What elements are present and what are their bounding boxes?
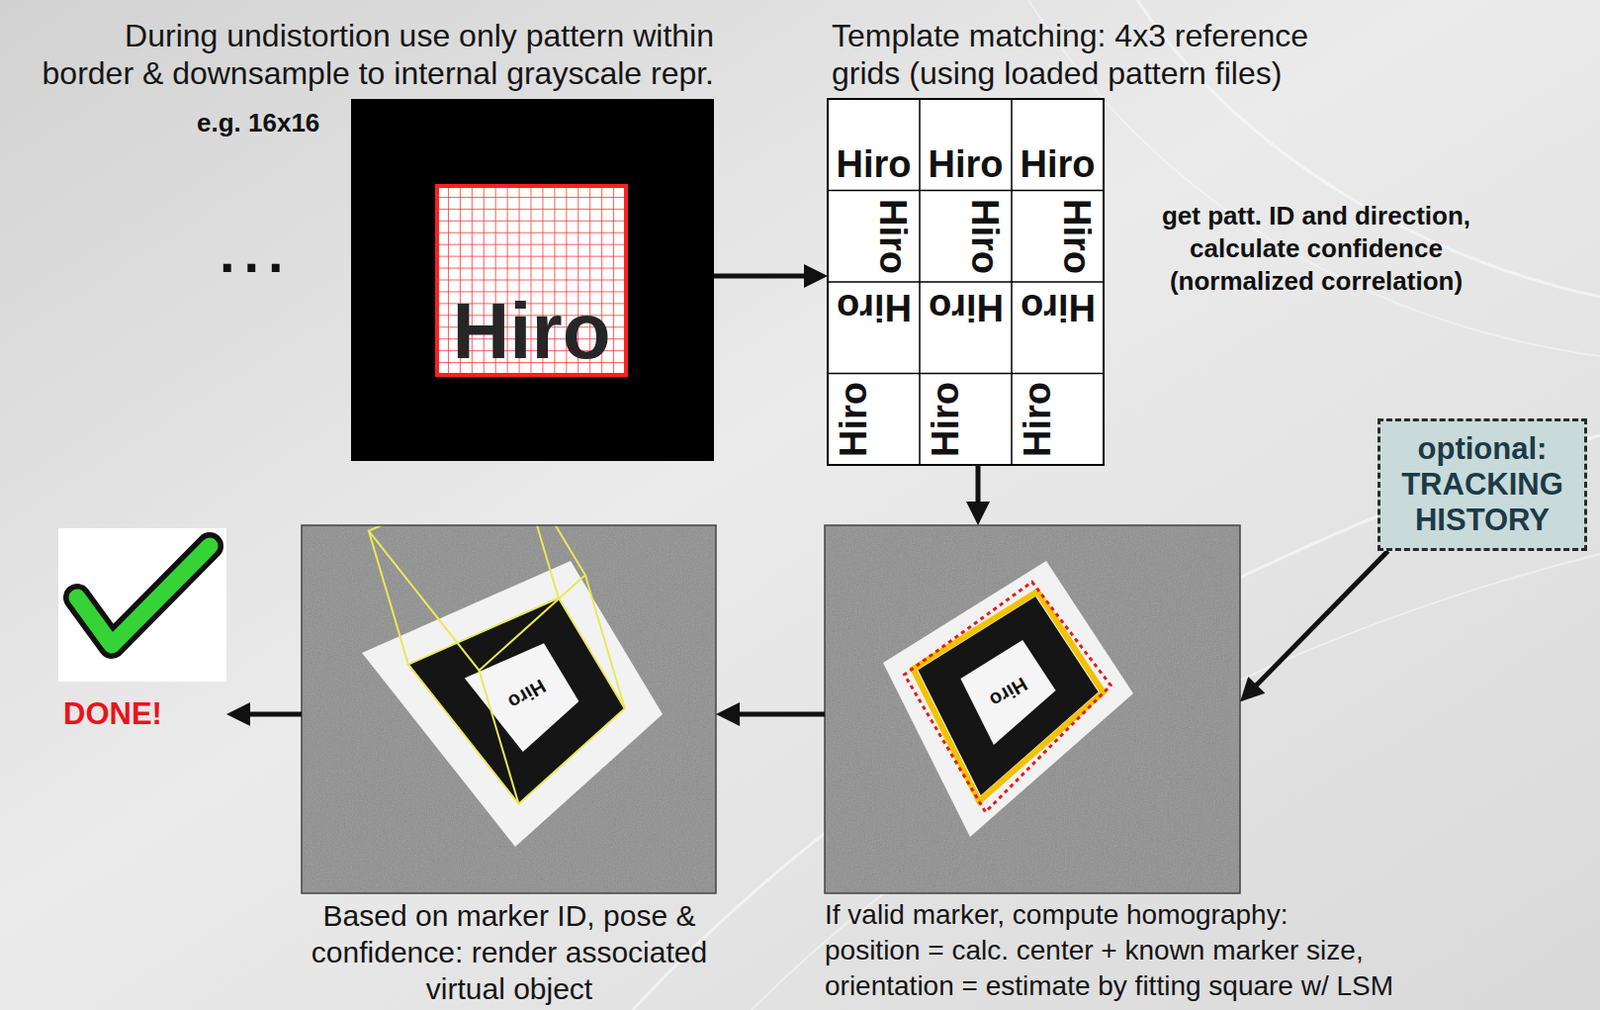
- cube-edges: [368, 525, 625, 804]
- cube-base: [408, 598, 625, 804]
- arrow-shaft: [1254, 550, 1388, 687]
- marker-border: [351, 98, 714, 461]
- step-caption: During undistortion use only pattern wit…: [32, 16, 714, 92]
- box-title: TRACKING HISTORY: [1388, 466, 1577, 538]
- background-swirls: [632, 0, 1600, 1010]
- render-photo-art: [301, 464, 716, 893]
- box-heading: optional:: [1418, 431, 1548, 467]
- photo-ground: [301, 525, 716, 893]
- photo-grain: [824, 525, 1241, 893]
- pattern-text: Hiro: [437, 291, 626, 371]
- arrow-shaft: [713, 273, 806, 279]
- tracking-history-box: optional:TRACKING HISTORY: [1377, 418, 1588, 551]
- step-caption-line: orientation = estimate by fitting square…: [824, 968, 1394, 1004]
- flow-arrow: [715, 702, 825, 726]
- icon-ground: [58, 528, 227, 682]
- grid-frame: [827, 98, 1104, 465]
- arrow-head: [226, 702, 251, 726]
- reference-grid: Template matching: 4x3 reference grids (…: [827, 98, 1104, 465]
- matching-note: get patt. ID and direction, calculate co…: [1128, 199, 1505, 298]
- arrow-head: [966, 501, 990, 526]
- ellipsis: ...: [219, 223, 293, 283]
- pattern-panel-art: [351, 98, 714, 461]
- paper: [361, 560, 663, 847]
- homography-photo: If valid marker, compute homography:posi…: [824, 525, 1241, 893]
- photo-frame: [301, 525, 716, 893]
- pixel-grid: [437, 185, 626, 375]
- marker-text: Hiro: [985, 673, 1031, 711]
- reference-pattern: Hiro: [836, 145, 912, 183]
- done-box: DONE!: [58, 528, 227, 732]
- arrow-head: [1240, 676, 1265, 703]
- step-caption-line: If valid marker, compute homography:: [824, 896, 1394, 933]
- photo-ground: [824, 525, 1241, 893]
- reference-pattern: Hiro: [834, 381, 873, 457]
- pattern-panel: During undistortion use only pattern wit…: [351, 98, 714, 461]
- wireframe-cube: [368, 525, 625, 804]
- reference-pattern: Hiro: [1020, 145, 1096, 183]
- photo-grain: [301, 525, 716, 893]
- reference-pattern: Hiro: [928, 145, 1004, 183]
- reference-grid-art: [827, 98, 1104, 465]
- reference-pattern: Hiro: [966, 198, 1004, 274]
- reference-pattern: Hiro: [1020, 288, 1096, 327]
- marker-inner: [464, 642, 580, 752]
- grid-lines: [827, 98, 1104, 465]
- fitted-square: [912, 591, 1103, 801]
- marker: [408, 598, 625, 804]
- done-text: DONE!: [63, 697, 163, 731]
- marker-inner: [960, 639, 1056, 745]
- step-caption: Template matching: 4x3 reference grids (…: [831, 16, 1346, 92]
- reference-pattern: Hiro: [1018, 381, 1057, 457]
- photo-frame: [824, 525, 1241, 893]
- arrow-head: [715, 702, 740, 726]
- flow-arrow: [713, 264, 828, 288]
- detected-outline: [898, 576, 1120, 817]
- flow-arrow: [1240, 550, 1389, 703]
- check-mark-icon: [58, 528, 227, 682]
- size-note: e.g. 16x16: [196, 107, 320, 138]
- check-fill: [77, 545, 210, 645]
- reference-pattern: Hiro: [1058, 198, 1096, 274]
- render-photo: Based on marker ID, pose & confidence: r…: [301, 525, 716, 893]
- arrow-shaft: [248, 711, 302, 717]
- flow-arrow: [226, 702, 302, 726]
- cube-top: [368, 525, 586, 671]
- swirl: [632, 435, 1600, 1010]
- marker: [917, 596, 1098, 796]
- reference-pattern: Hiro: [928, 288, 1004, 327]
- arrow-shaft: [737, 711, 825, 717]
- reference-pattern: Hiro: [874, 198, 912, 274]
- arrow-head: [803, 264, 828, 288]
- reference-pattern: Hiro: [836, 288, 912, 327]
- reference-pattern: Hiro: [926, 381, 965, 457]
- flow-arrow: [966, 464, 990, 526]
- homography-photo-art: [824, 525, 1241, 893]
- arrow-shaft: [976, 464, 981, 504]
- check-outline: [77, 545, 210, 645]
- marker-text: Hiro: [505, 675, 550, 712]
- paper: [883, 560, 1134, 837]
- pattern-area: [437, 185, 626, 375]
- caption-stack: If valid marker, compute homography:posi…: [824, 896, 1394, 1004]
- step-caption-line: position = calc. center + known marker s…: [824, 932, 1394, 969]
- step-caption: Based on marker ID, pose & confidence: r…: [296, 896, 722, 1007]
- pattern-outline: [437, 185, 626, 375]
